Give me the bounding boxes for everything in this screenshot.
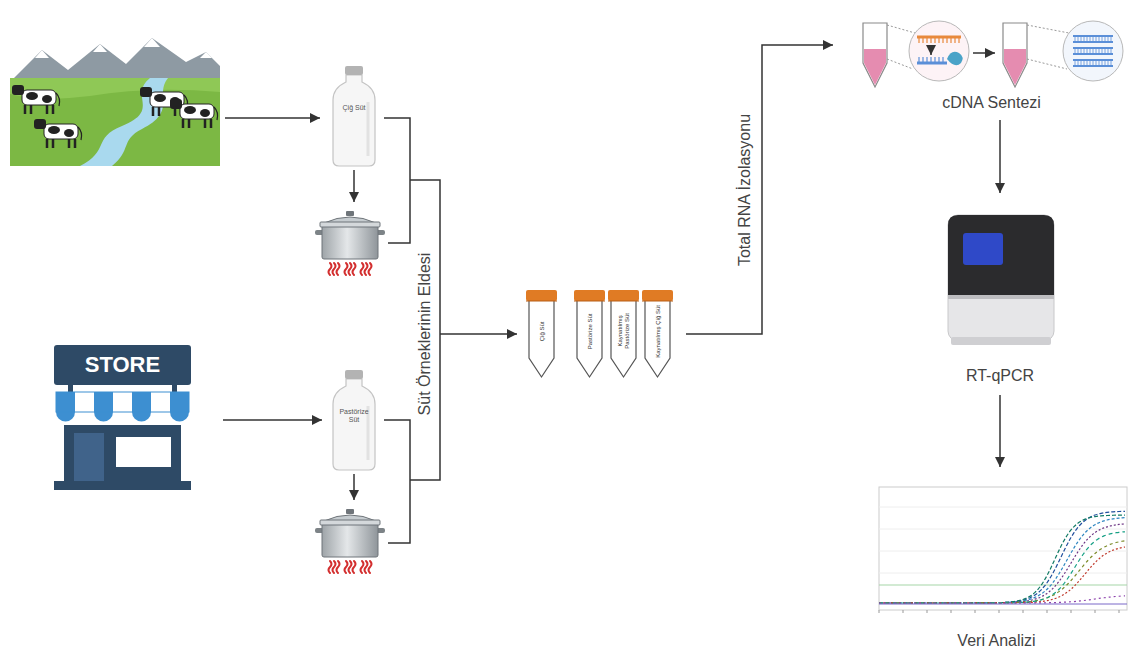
chart-node: Veri Analizi xyxy=(865,475,1128,650)
pot-illustration xyxy=(315,211,385,573)
boiling-pot xyxy=(315,211,385,275)
tube-node: Pastörize Süt xyxy=(573,290,606,378)
flow-arrow xyxy=(686,45,833,334)
tube-node: Çiğ Süt xyxy=(525,290,558,378)
machine-shape xyxy=(935,205,1065,385)
bottle-node: Çiğ Süt xyxy=(330,66,378,166)
flow-lines xyxy=(225,118,517,543)
bottle-shape xyxy=(330,66,378,166)
node-label: Kaynatılmış Çiğ Süt xyxy=(654,303,661,359)
cow-figure xyxy=(12,85,60,114)
bracket-line xyxy=(384,420,410,543)
node-label: Pastörize Süt xyxy=(586,303,593,359)
node-label: Çiğ Süt xyxy=(538,303,545,359)
node-label: Veri Analizi xyxy=(957,631,1035,650)
bottle-node: Pastörize Süt xyxy=(330,370,378,470)
edge-label: Total RNA İzolasyonu xyxy=(736,113,754,265)
flow-arrow xyxy=(353,474,355,500)
boiling-pot xyxy=(315,509,385,573)
node-label: Kaynatılmış Pastörize Süt xyxy=(617,303,631,359)
node-label: Pastörize Süt xyxy=(336,408,372,424)
bracket-line xyxy=(410,180,440,480)
flow-arrow xyxy=(223,419,322,421)
tube-node: Kaynatılmış Pastörize Süt xyxy=(607,290,640,378)
tube-node: Kaynatılmış Çiğ Süt xyxy=(641,290,674,378)
flow-arrow xyxy=(999,395,1001,467)
cow-figure xyxy=(34,119,82,148)
cdna-node: cDNA Sentezi xyxy=(855,15,1128,112)
bracket-line xyxy=(384,118,410,243)
flow-arrow xyxy=(440,333,517,335)
machine-node: RT-qPCR xyxy=(935,205,1065,385)
annotation-label: Süt Örneklerinin Eldesi xyxy=(416,253,434,416)
node-label: STORE xyxy=(85,352,160,378)
node-label: RT-qPCR xyxy=(966,366,1034,385)
store-node: STORE xyxy=(50,345,195,490)
flow-arrow xyxy=(999,120,1001,193)
pasture-illustration xyxy=(10,38,220,166)
cow-figure xyxy=(170,99,218,128)
node-label: cDNA Sentezi xyxy=(942,93,1041,112)
flow-arrow xyxy=(353,170,355,202)
node-label: Çiğ Süt xyxy=(336,104,372,112)
chart-shape xyxy=(865,475,1128,650)
flow-arrow xyxy=(225,117,320,119)
